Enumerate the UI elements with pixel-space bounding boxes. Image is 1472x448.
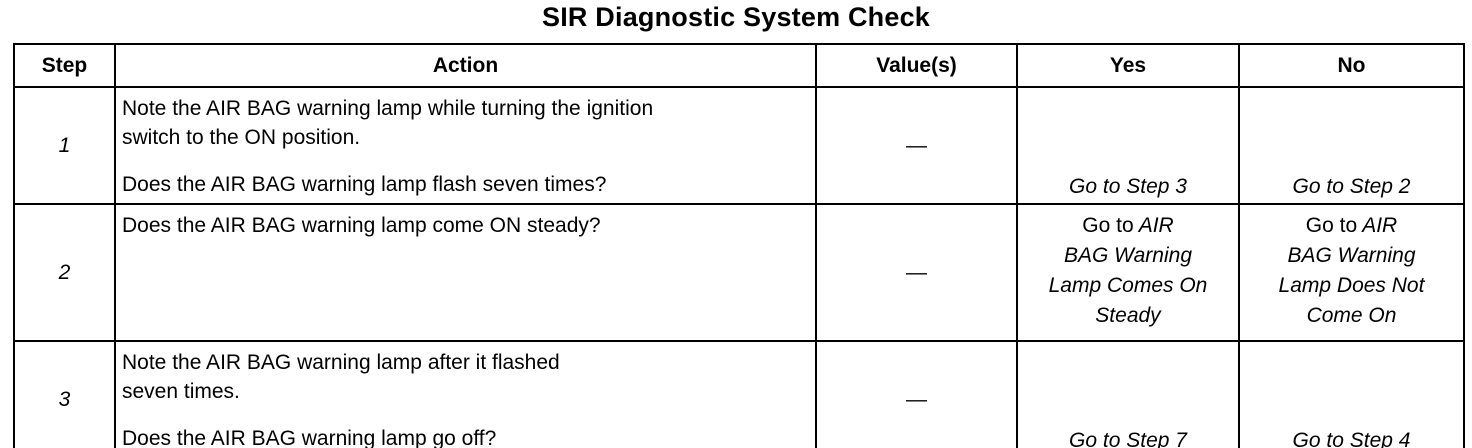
action-text: Note the AIR BAG warning lamp after it f… [122, 351, 560, 374]
header-action: Action [114, 43, 817, 88]
action-cell: Note the AIR BAG warning lamp while turn… [114, 86, 817, 205]
action-cell: Note the AIR BAG warning lamp after it f… [114, 340, 817, 448]
no-reference: AIR [1362, 214, 1398, 237]
header-row: Step Action Value(s) Yes No [13, 43, 1465, 88]
action-text: switch to the ON position. [122, 126, 361, 149]
value-cell: — [815, 86, 1018, 205]
value-text: — [906, 260, 927, 284]
yes-cell: Go to Step 3 [1016, 86, 1240, 205]
no-cell: Go to Step 2 [1238, 86, 1465, 205]
value-text: — [906, 387, 927, 411]
yes-prefix: Go to [1082, 214, 1134, 237]
header-no: No [1238, 43, 1465, 88]
step-number: 3 [13, 340, 116, 448]
yes-reference: BAG Warning [1064, 244, 1192, 267]
value-text: — [906, 133, 927, 157]
no-reference: BAG Warning [1287, 244, 1416, 267]
no-prefix: Go to [1305, 214, 1358, 237]
action-cell: Does the AIR BAG warning lamp come ON st… [114, 203, 817, 342]
table-row: 2 Does the AIR BAG warning lamp come ON … [13, 203, 1465, 342]
yes-cell: Go to Step 7 [1016, 340, 1240, 448]
action-question: Does the AIR BAG warning lamp come ON st… [122, 214, 601, 237]
action-question: Does the AIR BAG warning lamp go off? [122, 427, 497, 448]
step-number: 2 [13, 203, 116, 342]
yes-reference: Lamp Comes On [1048, 274, 1208, 297]
yes-cell: Go to AIR BAG Warning Lamp Comes On Stea… [1016, 203, 1240, 342]
diagnostic-table: Step Action Value(s) Yes No 1 Note the A… [13, 43, 1465, 448]
header-value: Value(s) [815, 43, 1018, 88]
no-cell: Go to Step 4 [1238, 340, 1465, 448]
value-cell: — [815, 340, 1018, 448]
step-number: 1 [13, 86, 116, 205]
action-text: seven times. [122, 380, 240, 403]
header-yes: Yes [1016, 43, 1240, 88]
header-step: Step [13, 43, 116, 88]
table-row: 1 Note the AIR BAG warning lamp while tu… [13, 86, 1465, 205]
value-cell: — [815, 203, 1018, 342]
yes-reference: Steady [1095, 304, 1161, 327]
table-row: 3 Note the AIR BAG warning lamp after it… [13, 340, 1465, 448]
no-cell: Go to AIR BAG Warning Lamp Does Not Come… [1238, 203, 1465, 342]
no-reference: Come On [1306, 304, 1397, 327]
yes-reference: AIR [1138, 214, 1174, 237]
no-reference: Lamp Does Not [1278, 274, 1425, 297]
page-title: SIR Diagnostic System Check [541, 2, 931, 32]
action-question: Does the AIR BAG warning lamp flash seve… [122, 173, 607, 196]
action-text: Note the AIR BAG warning lamp while turn… [122, 97, 654, 120]
